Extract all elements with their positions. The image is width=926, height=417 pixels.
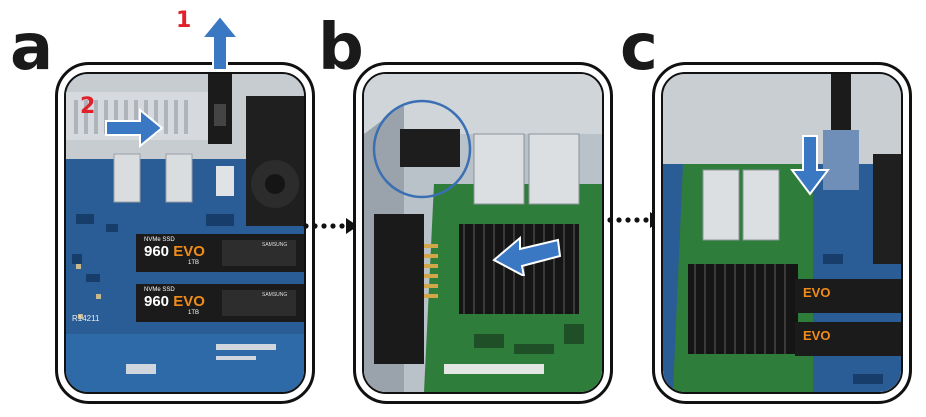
ssd-bottom-label: NVMe SSD 960 EVO 1TB xyxy=(144,287,205,317)
ssd-top-model: 960 xyxy=(144,243,170,260)
arrow-down-icon xyxy=(790,135,830,196)
arrow-up-icon xyxy=(200,14,240,71)
arrow-right-icon xyxy=(105,108,164,148)
ssd-top-evo: EVO xyxy=(173,243,205,260)
ssd-top-size: 1TB xyxy=(188,260,200,266)
panel-c-photo: EVO EVO xyxy=(661,72,903,394)
ssd-bottom-type: NVMe SSD xyxy=(144,287,175,293)
step-label-c: c xyxy=(620,11,658,85)
ssd-top-brand: SAMSUNG xyxy=(262,242,288,248)
board-label: R14211 xyxy=(72,314,100,323)
ssd-bottom-size: 1TB xyxy=(188,310,200,316)
panel-a-photo: NVMe SSD 960 EVO 1TB SAMSUNG NVMe SSD 96… xyxy=(64,72,306,394)
ssd-top-label: NVMe SSD 960 EVO 1TB xyxy=(144,237,205,267)
dotted-arrow-icon xyxy=(303,218,358,234)
ssd-top-evo-c: EVO xyxy=(803,285,831,300)
callout-number-2: 2 xyxy=(80,94,96,119)
ssd-bottom-brand: SAMSUNG xyxy=(262,292,288,298)
ssd-bottom-evo: EVO xyxy=(173,293,205,310)
step-label-a: a xyxy=(10,11,54,85)
callout-number-1: 1 xyxy=(176,8,192,33)
ssd-top-type: NVMe SSD xyxy=(144,237,175,243)
step-label-b: b xyxy=(318,11,364,85)
arrow-left-icon xyxy=(492,235,562,276)
ssd-bottom-evo-c: EVO xyxy=(803,328,831,343)
panel-b-photo xyxy=(362,72,604,394)
ssd-bottom-model: 960 xyxy=(144,293,170,310)
